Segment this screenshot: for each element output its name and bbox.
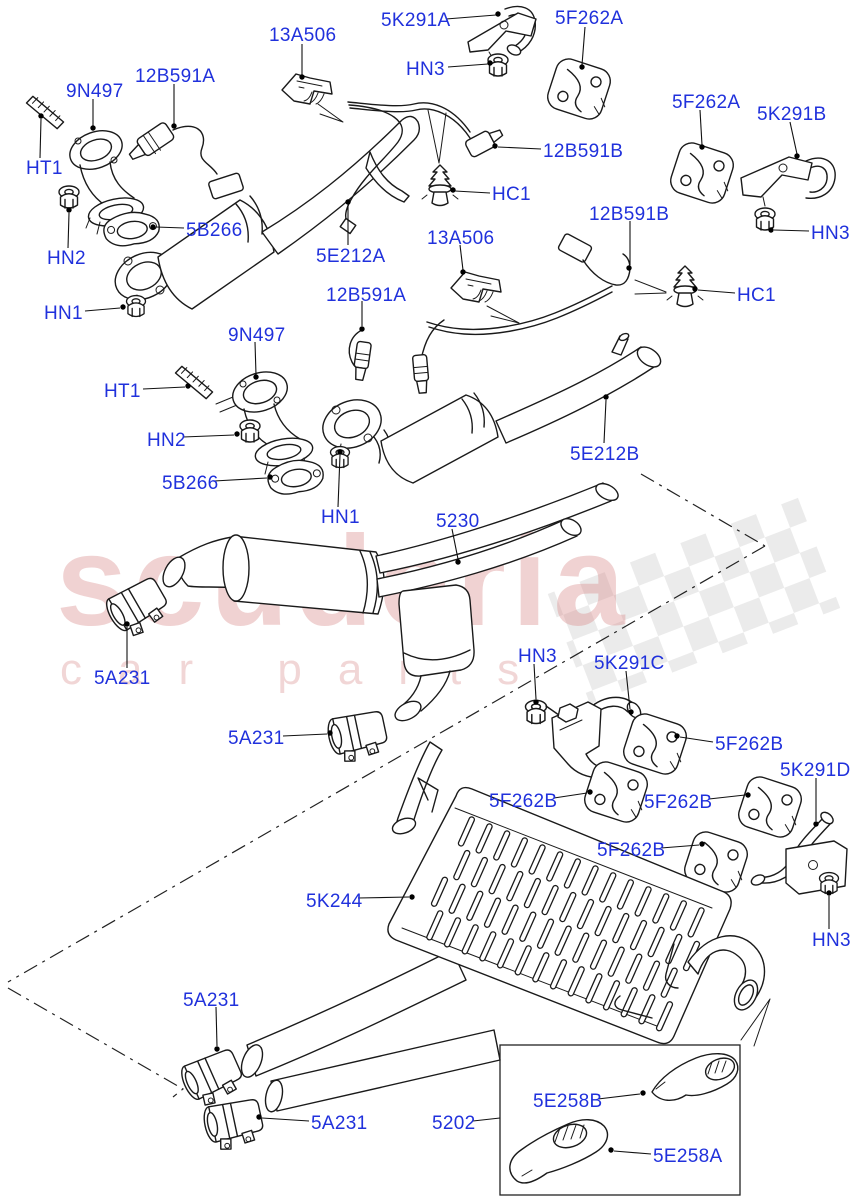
o2-sensor-12b591b-rear	[411, 233, 704, 395]
watermark-tagline: car parts	[60, 645, 555, 694]
silencer-body	[387, 786, 732, 1045]
o2-sensor-12b591b-front	[339, 101, 504, 235]
harness-bracket-13a506-front	[281, 73, 447, 164]
chassis-plane-lines	[7, 473, 766, 1098]
bracket-5k291b-drawing	[740, 156, 836, 231]
insulator-5f262a-2	[666, 138, 740, 208]
front-downpipe-a-drawing	[24, 95, 421, 318]
bracket-5k291a-drawing	[467, 5, 537, 77]
rear-silencer-5k244-drawing	[176, 741, 771, 1155]
centre-resonator-5230-drawing	[101, 482, 619, 767]
checkered-flag-watermark	[547, 497, 841, 705]
hanger-brackets-drawing	[524, 696, 848, 897]
o2-sensor-12b591a-rear	[348, 329, 373, 382]
o2-sensor-12b591a-front	[128, 122, 244, 200]
leader-lines	[38, 11, 832, 1155]
front-downpipe-b-drawing	[173, 332, 662, 498]
tailpipe-finisher-box	[499, 1044, 741, 1196]
harness-bracket-13a506-rear	[450, 271, 520, 324]
